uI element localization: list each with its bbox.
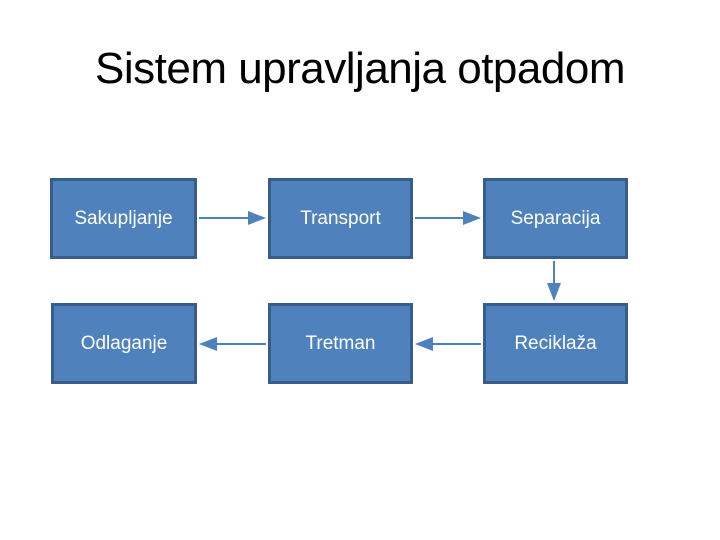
flow-box-transport: Transport bbox=[268, 178, 413, 259]
flow-box-label: Separacija bbox=[510, 207, 601, 229]
flow-box-label: Transport bbox=[300, 207, 381, 229]
flow-box-label: Odlaganje bbox=[80, 332, 168, 354]
flow-box-tretman: Tretman bbox=[268, 303, 413, 384]
flow-box-label: Sakupljanje bbox=[74, 207, 173, 229]
flow-box-reciklaza: Reciklaža bbox=[483, 303, 628, 384]
flow-box-label: Tretman bbox=[305, 332, 376, 354]
flow-box-odlaganje: Odlaganje bbox=[51, 303, 197, 384]
flow-box-sakupljanje: Sakupljanje bbox=[50, 178, 197, 259]
flow-box-separacija: Separacija bbox=[483, 178, 628, 259]
slide-title: Sistem upravljanja otpadom bbox=[95, 44, 625, 93]
flow-box-label: Reciklaža bbox=[514, 332, 597, 354]
